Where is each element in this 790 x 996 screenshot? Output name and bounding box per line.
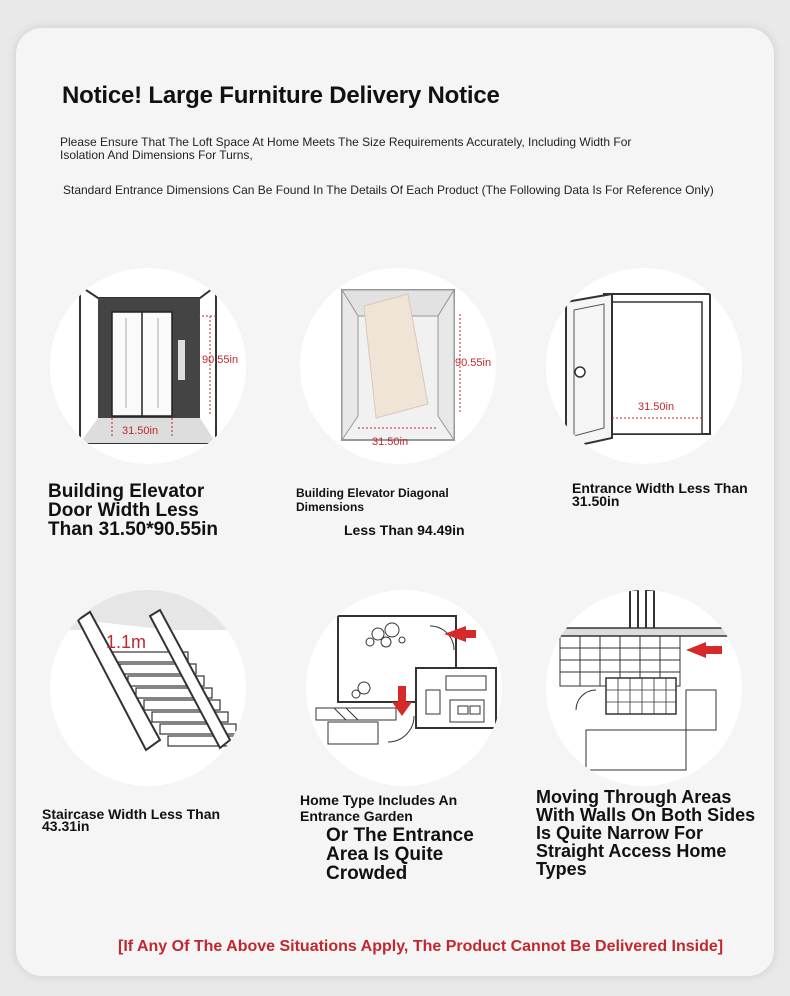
staircase-icon: 1.1m bbox=[50, 590, 246, 752]
elevator-interior-icon: 90.55in 31.50in bbox=[341, 288, 491, 448]
diagonal-height-label: 90.55in bbox=[455, 357, 491, 369]
floor-plan-icon bbox=[315, 615, 497, 745]
caption-entrance-garden: Home Type Includes An Entrance Garden bbox=[300, 792, 458, 824]
caption-elevator-diagonal: Building Elevator Diagonal Dimensions bbox=[296, 486, 449, 514]
caption-elevator-diagonal-limit: Less Than 94.49in bbox=[344, 522, 465, 538]
caption-entrance-crowded: Or The Entrance Area Is Quite Crowded bbox=[326, 825, 474, 884]
delivery-warning: [If Any Of The Above Situations Apply, T… bbox=[118, 938, 724, 955]
standard-dimensions-note: Standard Entrance Dimensions Can Be Foun… bbox=[63, 183, 714, 197]
notice-card bbox=[16, 28, 774, 976]
narrow-corridor-icon bbox=[559, 590, 737, 771]
caption-narrow-walls: Moving Through Areas With Walls On Both … bbox=[536, 787, 756, 879]
diagonal-width-label: 31.50in bbox=[372, 436, 408, 448]
caption-entrance-width: Entrance Width Less Than 31.50in bbox=[572, 480, 748, 509]
intro-text: Please Ensure That The Loft Space At Hom… bbox=[60, 135, 632, 162]
entrance-width-label: 31.50in bbox=[638, 401, 674, 413]
elevator-door-illustration: 90.55in 31.50in bbox=[50, 268, 246, 464]
page-title: Notice! Large Furniture Delivery Notice bbox=[62, 82, 500, 109]
caption-elevator-door: Building Elevator Door Width Less Than 3… bbox=[48, 481, 219, 540]
floor-plan-illustration bbox=[306, 590, 502, 786]
staircase-illustration: 1.1m bbox=[50, 590, 246, 786]
entrance-door-illustration: 31.50in bbox=[546, 268, 742, 464]
elevator-width-label: 31.50in bbox=[122, 425, 158, 437]
caption-staircase-width: Staircase Width Less Than 43.31in bbox=[42, 806, 221, 834]
entrance-door-icon: 31.50in bbox=[565, 292, 711, 450]
elevator-height-label: 90.55in bbox=[202, 354, 238, 366]
staircase-width-label: 1.1m bbox=[106, 632, 146, 652]
narrow-corridor-illustration bbox=[546, 590, 742, 786]
elevator-door-icon: 90.55in 31.50in bbox=[79, 284, 238, 444]
elevator-diagonal-illustration: 90.55in 31.50in bbox=[300, 268, 496, 464]
